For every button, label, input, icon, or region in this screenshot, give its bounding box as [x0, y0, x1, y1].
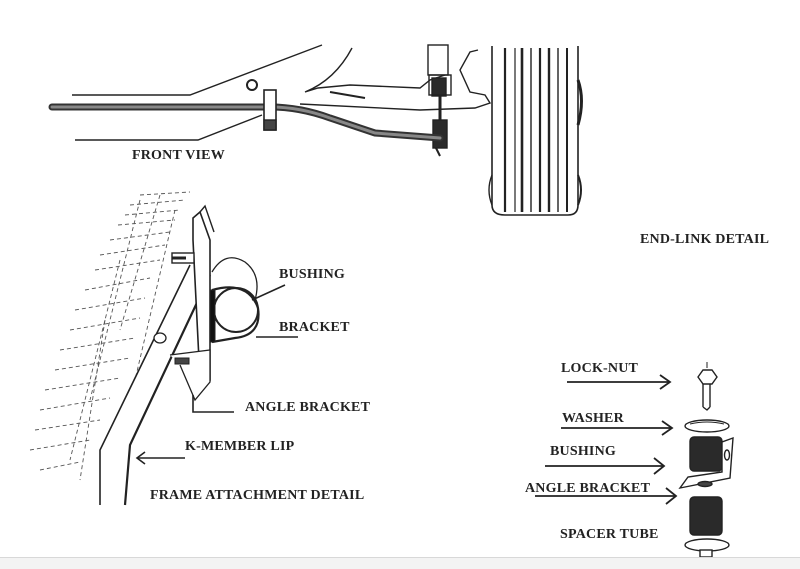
- front-view-title: FRONT VIEW: [132, 148, 225, 163]
- sway-bar-section: [213, 287, 259, 333]
- tire: [488, 46, 583, 216]
- end-link-bottom-bushing: [432, 119, 448, 149]
- spacer-tube: [699, 549, 713, 558]
- k-member-lip-outline: [99, 264, 191, 505]
- lock-nut: [697, 369, 718, 385]
- page-bottom-band: [0, 557, 800, 569]
- k-member-lip-arrowhead: [135, 451, 146, 465]
- front-view-illustration: [48, 44, 583, 216]
- control-arm-outline: [304, 47, 446, 93]
- end-link-callout-lock-nut: LOCK-NUT: [561, 361, 639, 376]
- end-link-illustration: [678, 362, 734, 558]
- end-link-top-bushing: [431, 77, 447, 97]
- frame-hatching: [29, 191, 191, 481]
- frame-attachment-illustration: [29, 191, 260, 506]
- end-link-callout-bushing: BUSHING: [550, 444, 616, 459]
- end-link-callout-angle-bracket: ANGLE BRACKET: [525, 481, 651, 496]
- angle-bracket-leader: [192, 395, 234, 413]
- bushing-leader: [251, 284, 286, 301]
- end-link-callout-washer: WASHER: [562, 411, 624, 426]
- bushing-upper: [689, 436, 723, 472]
- frame-callout-lines: [135, 284, 298, 465]
- frame-rail-upper: [72, 44, 323, 96]
- frame-callout-bracket: BRACKET: [279, 320, 350, 335]
- frame-callout-angle-bracket: ANGLE BRACKET: [245, 400, 371, 415]
- frame-callout-bushing: BUSHING: [279, 267, 345, 282]
- shock-absorber: [427, 44, 449, 76]
- frame-callout-k-member-lip: K-MEMBER LIP: [185, 439, 295, 454]
- bushing-outline: [211, 257, 258, 301]
- control-arm-slot: [329, 91, 366, 99]
- end-link-callout-spacer-tube: SPACER TUBE: [560, 527, 659, 542]
- bracket-loop: [211, 286, 260, 344]
- end-link-detail-title: END-LINK DETAIL: [640, 232, 770, 247]
- control-arm-lower: [299, 49, 492, 111]
- end-link-callout-arrows: [535, 374, 678, 505]
- angle-bracket-end-link: [678, 436, 734, 490]
- bushing-lower: [689, 496, 723, 536]
- frame-attachment-detail-title: FRAME ATTACHMENT DETAIL: [150, 488, 365, 503]
- bolt-head: [246, 79, 258, 91]
- frame-rail-lower: [75, 114, 263, 141]
- washer-bottom: [684, 538, 730, 552]
